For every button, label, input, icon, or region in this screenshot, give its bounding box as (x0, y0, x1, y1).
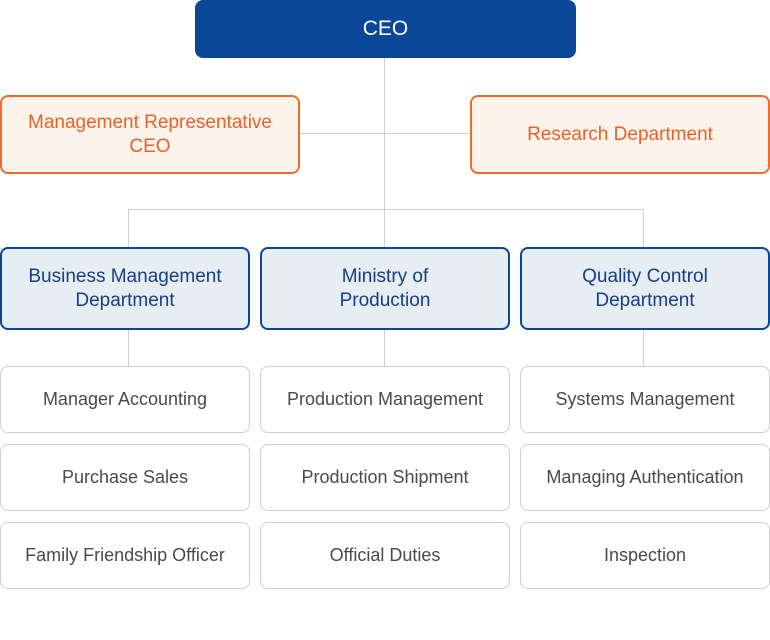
quality-control-line2: Department (595, 289, 695, 311)
duty-box: Systems Management (520, 366, 770, 433)
management-representative-line1: Management Representative (28, 111, 272, 133)
duty-label: Purchase Sales (61, 467, 189, 487)
duty-label: Manager Accounting (42, 389, 208, 409)
ministry-of-production-line2: Production (339, 289, 431, 311)
duty-box: Managing Authentication (520, 444, 770, 511)
duty-label: Production Management (286, 389, 484, 409)
business-management-department-box: Business Management Department (0, 247, 250, 330)
ministry-of-production-line1: Ministry of (341, 265, 429, 287)
quality-control-department-box: Quality Control Department (520, 247, 770, 330)
duty-box: Production Shipment (260, 444, 510, 511)
duty-box: Inspection (520, 522, 770, 589)
duty-box: Production Management (260, 366, 510, 433)
duty-label: Family Friendship Officer (25, 545, 225, 565)
duty-box: Official Duties (260, 522, 510, 589)
connector-ceo-vertical (384, 58, 385, 247)
duty-label: Inspection (603, 545, 687, 565)
connector-side-horizontal (300, 133, 470, 134)
research-department-label: Research Department (527, 123, 713, 145)
duty-label: Managing Authentication (546, 467, 744, 487)
quality-control-line1: Quality Control (582, 265, 708, 287)
duty-label: Production Shipment (301, 467, 469, 487)
duty-box: Family Friendship Officer (0, 522, 250, 589)
duty-label: Official Duties (329, 545, 441, 565)
business-management-line2: Department (75, 289, 175, 311)
management-representative-line2: CEO (129, 135, 171, 157)
duty-box: Purchase Sales (0, 444, 250, 511)
connector-duties-left (128, 330, 129, 367)
management-representative-box: Management Representative CEO (0, 95, 300, 174)
ministry-of-production-box: Ministry of Production (260, 247, 510, 330)
research-department-box: Research Department (470, 95, 770, 174)
connector-duties-center (384, 330, 385, 367)
ceo-box: CEO (195, 0, 576, 58)
duty-box: Manager Accounting (0, 366, 250, 433)
connector-duties-right (643, 330, 644, 367)
ceo-label: CEO (362, 17, 409, 40)
business-management-line1: Business Management (28, 265, 222, 287)
duty-label: Systems Management (555, 389, 735, 409)
connector-dept-left-drop (128, 209, 129, 247)
connector-dept-right-drop (643, 209, 644, 247)
connector-dept-horizontal (128, 209, 644, 210)
